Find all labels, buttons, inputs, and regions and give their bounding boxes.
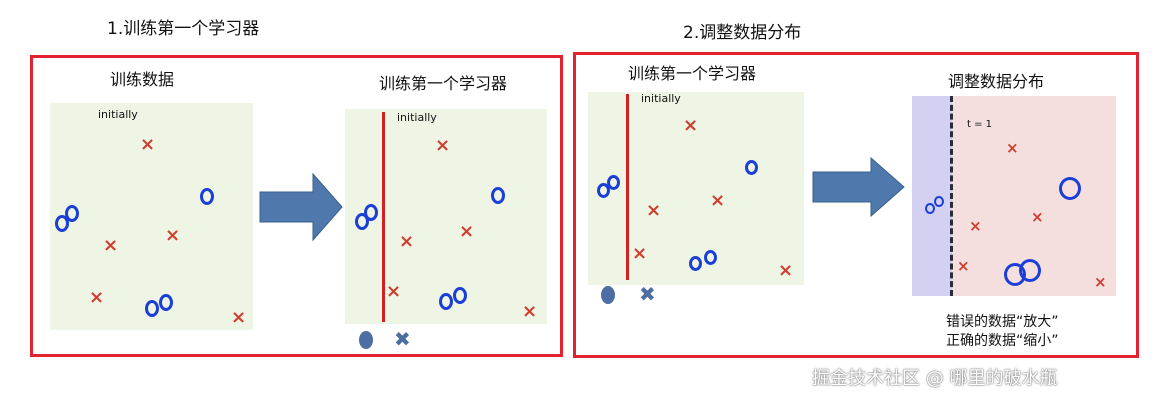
caption-wrong-enlarge: 错误的数据“放大” [946, 314, 1059, 330]
x-marker: × [522, 301, 538, 322]
panel2-left-note: initially [641, 92, 681, 105]
legend-circle-icon [359, 331, 373, 349]
circle-marker [145, 300, 159, 317]
circle-marker [159, 294, 173, 311]
circle-marker [355, 213, 369, 230]
right-arrow-icon [812, 156, 905, 218]
circle-marker [364, 204, 378, 221]
panel1-left-plot [50, 103, 253, 330]
circle-marker [597, 183, 610, 198]
circle-marker [607, 175, 620, 190]
x-marker: × [632, 243, 648, 264]
panel1-right-plot [345, 109, 547, 324]
circle-marker [453, 287, 467, 304]
panel1-left-note: initially [98, 108, 138, 121]
legend-circle-icon [601, 286, 615, 304]
x-marker: × [646, 200, 662, 221]
x-marker: × [459, 221, 475, 242]
panel2-left-plot [588, 92, 804, 285]
x-marker: × [140, 134, 156, 155]
x-marker: × [386, 281, 402, 302]
x-marker: × [231, 307, 247, 328]
x-marker: × [1031, 208, 1044, 226]
panel1-right-note: initially [397, 111, 437, 124]
circle-marker-small [925, 203, 935, 214]
decision-boundary [382, 112, 385, 322]
panel1-left-title: 训练数据 [110, 70, 175, 89]
circle-marker [689, 256, 702, 271]
decision-boundary [626, 94, 629, 280]
circle-marker [55, 215, 69, 232]
caption-correct-shrink: 正确的数据“缩小” [946, 333, 1059, 349]
circle-marker-small [934, 196, 944, 207]
x-marker: × [1006, 139, 1019, 157]
panel-train-first-learner [30, 55, 563, 357]
x-marker: × [710, 190, 726, 211]
x-marker: × [778, 260, 794, 281]
decision-boundary [950, 96, 953, 296]
x-marker: × [399, 231, 415, 252]
x-marker: × [957, 257, 970, 275]
x-marker: × [89, 287, 105, 308]
circle-marker [745, 160, 758, 175]
panel2-left-title: 训练第一个学习器 [628, 64, 757, 83]
circle-marker-large [1059, 177, 1081, 200]
circle-marker [439, 293, 453, 310]
step2-heading: 2.调整数据分布 [683, 23, 802, 43]
panel2-right-title: 调整数据分布 [948, 72, 1045, 91]
circle-marker-large [1019, 259, 1041, 282]
circle-marker [200, 188, 214, 205]
weighted-region-correct [912, 96, 952, 296]
circle-marker [704, 250, 717, 265]
panel2-right-note: t = 1 [967, 119, 993, 130]
x-marker: × [1094, 273, 1107, 291]
circle-marker [65, 205, 79, 222]
legend-x-icon: ✖ [394, 327, 411, 351]
circle-marker [491, 187, 505, 204]
x-marker: × [103, 235, 119, 256]
step1-heading: 1.训练第一个学习器 [107, 19, 260, 39]
panel1-right-title: 训练第一个学习器 [379, 74, 508, 93]
legend-x-icon: ✖ [639, 282, 656, 306]
right-arrow-icon [259, 172, 343, 242]
x-marker: × [683, 115, 699, 136]
x-marker: × [165, 225, 181, 246]
panel-adjust-distribution [573, 52, 1139, 358]
watermark: 掘金技术社区 @ 哪里的破水瓶 [812, 368, 1058, 389]
x-marker: × [969, 217, 982, 235]
x-marker: × [435, 135, 451, 156]
